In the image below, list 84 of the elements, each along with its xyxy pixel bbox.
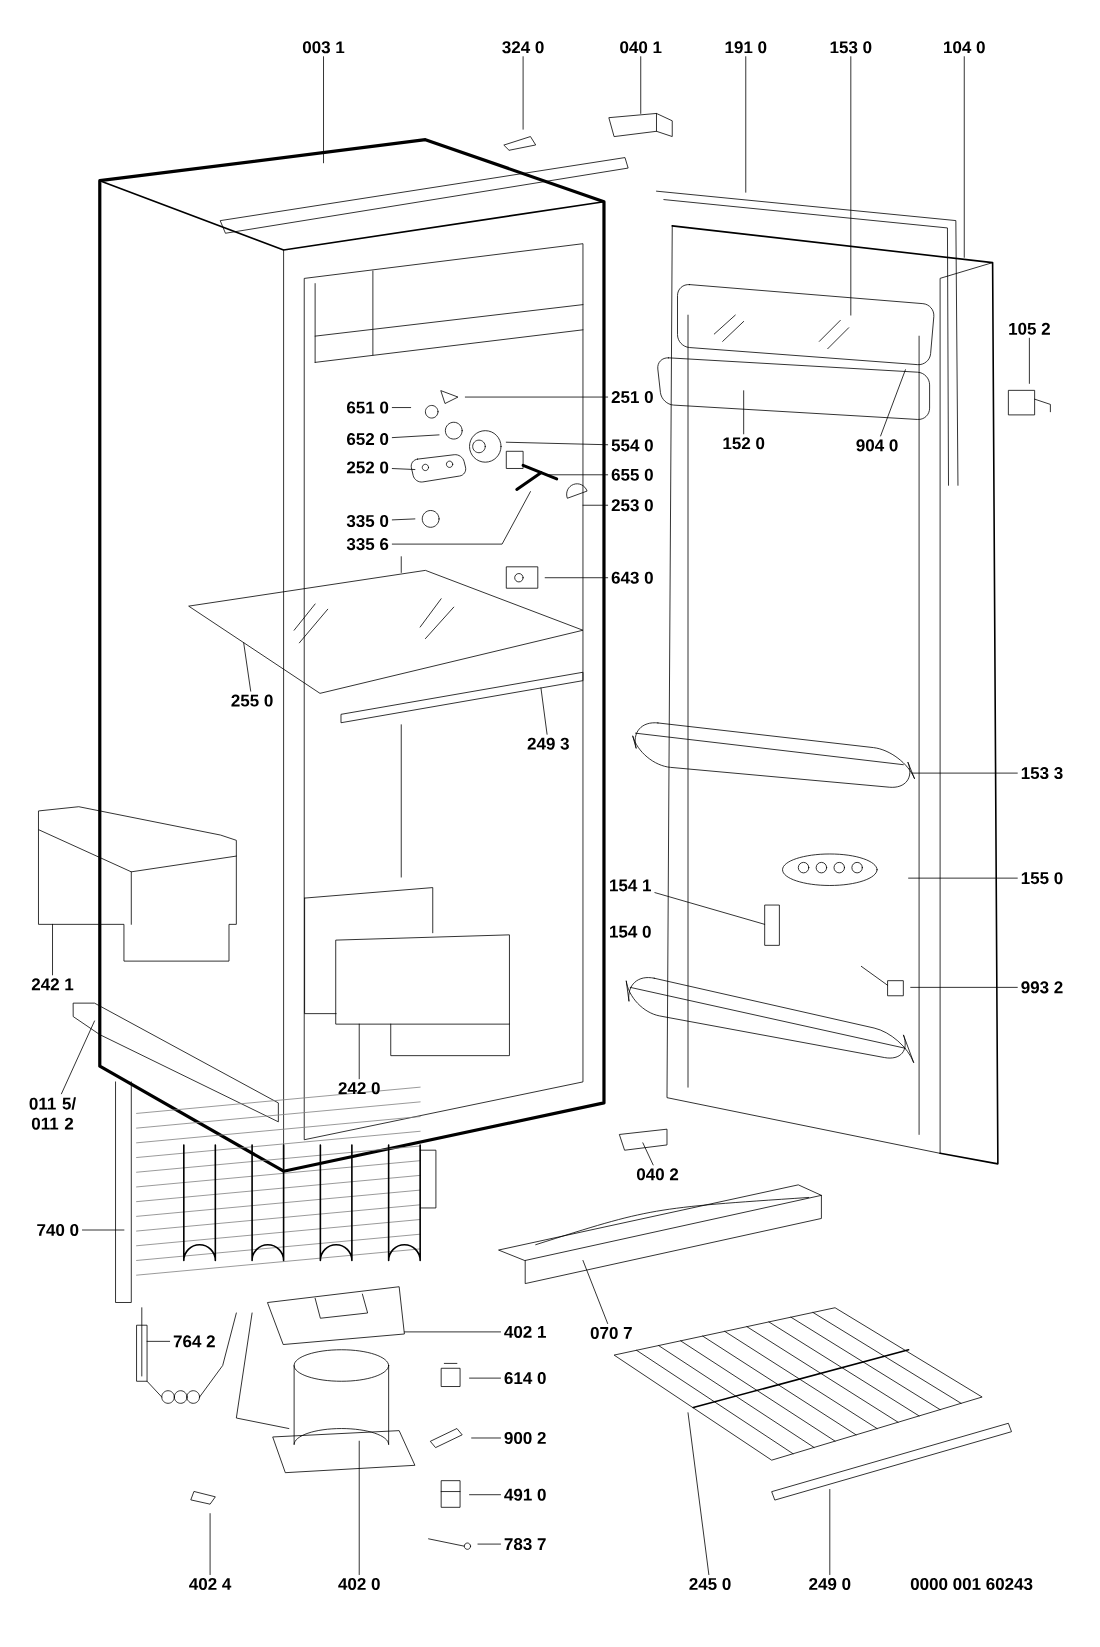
callout-number: 655 0 <box>611 468 653 481</box>
leader-line <box>964 56 965 258</box>
callout-number: 249 0 <box>809 1578 851 1590</box>
leader-line <box>243 642 252 692</box>
callout-number: 324 0 <box>502 41 544 54</box>
leader-line <box>358 1023 360 1080</box>
callout-number: 740 0 <box>37 1224 79 1236</box>
callout-number: 105 2 <box>1009 322 1051 335</box>
leader-line <box>640 56 642 114</box>
callout-number: 652 0 <box>347 433 389 446</box>
callout-number: 154 1 <box>610 879 652 892</box>
callout-number: 011 5/ 011 2 <box>29 1097 77 1130</box>
leader-line <box>323 56 325 164</box>
callout-number: 764 2 <box>173 1335 215 1348</box>
callout-number: 554 0 <box>611 439 653 452</box>
leader-line <box>52 923 54 976</box>
leader-line <box>392 407 412 408</box>
leader-line <box>471 1437 502 1439</box>
callout-number: 643 0 <box>611 571 653 584</box>
leader-line <box>910 986 1018 988</box>
leader-line <box>908 877 1018 879</box>
leader-line <box>392 491 531 545</box>
leader-line <box>61 1020 96 1095</box>
callout-number: 249 3 <box>527 737 570 750</box>
leader-line <box>469 1494 502 1496</box>
callout-number: 253 0 <box>611 499 653 512</box>
callout-number: 900 2 <box>504 1432 546 1444</box>
callout-number: 191 0 <box>725 41 767 54</box>
leader-line <box>687 1412 710 1575</box>
callout-number: 242 0 <box>338 1082 380 1095</box>
leader-line <box>911 772 1018 774</box>
leader-line <box>465 396 609 398</box>
leader-line <box>1029 337 1030 384</box>
leader-line <box>522 56 524 130</box>
callout-number: 402 0 <box>338 1578 380 1590</box>
callout-number: 251 0 <box>611 391 653 404</box>
leader-line <box>146 1340 171 1342</box>
callout-number: 040 1 <box>620 41 662 54</box>
callout-number: 255 0 <box>231 694 273 707</box>
leader-line <box>477 1543 502 1545</box>
callout-number: 783 7 <box>504 1538 546 1551</box>
callout-number: 993 2 <box>1021 981 1063 994</box>
callout-number: 152 0 <box>723 437 765 450</box>
callout-number: 252 0 <box>347 461 389 474</box>
leader-line <box>82 1229 125 1231</box>
callout-number: 040 2 <box>637 1168 679 1181</box>
leader-line <box>469 1377 502 1379</box>
leader-line <box>544 577 609 579</box>
callout-number: 402 4 <box>189 1578 232 1590</box>
callout-number: 904 0 <box>856 439 898 452</box>
leader-line <box>642 1142 654 1166</box>
leader-line <box>582 504 609 506</box>
callout-number: 402 1 <box>504 1325 547 1338</box>
leader-line <box>880 369 906 437</box>
callout-number: 335 6 <box>346 538 389 551</box>
callout-number: 153 0 <box>830 41 872 54</box>
leader-line <box>582 1260 609 1324</box>
callout-number: 104 0 <box>944 41 985 54</box>
leader-line <box>209 1513 211 1575</box>
callout-number: 335 0 <box>346 515 389 527</box>
callout-number: 242 1 <box>32 978 74 991</box>
leader-line <box>743 390 745 435</box>
callout-number: 003 1 <box>303 41 345 54</box>
leader-line <box>392 434 440 438</box>
leader-line <box>829 1489 831 1575</box>
callout-number: 070 7 <box>590 1326 632 1339</box>
callout-number: 245 0 <box>689 1578 731 1590</box>
leader-line <box>404 1331 502 1333</box>
leader-line <box>850 56 852 316</box>
callout-number: 614 0 <box>504 1372 546 1385</box>
callout-number: 154 0 <box>610 925 651 938</box>
leader-line <box>392 518 416 521</box>
callout-number: 153 3 <box>1021 767 1063 780</box>
leader-line <box>358 1440 360 1575</box>
leader-line <box>392 468 416 470</box>
drawing-number: 0000 001 60243 <box>910 1578 1033 1590</box>
callout-number: 491 0 <box>504 1488 546 1501</box>
callout-number: 651 0 <box>347 401 389 414</box>
leader-line <box>545 474 609 476</box>
leader-line <box>745 56 747 193</box>
callout-number: 155 0 <box>1021 872 1063 885</box>
leader-line <box>654 892 766 925</box>
leader-line <box>540 687 548 735</box>
leader-line <box>506 441 609 446</box>
